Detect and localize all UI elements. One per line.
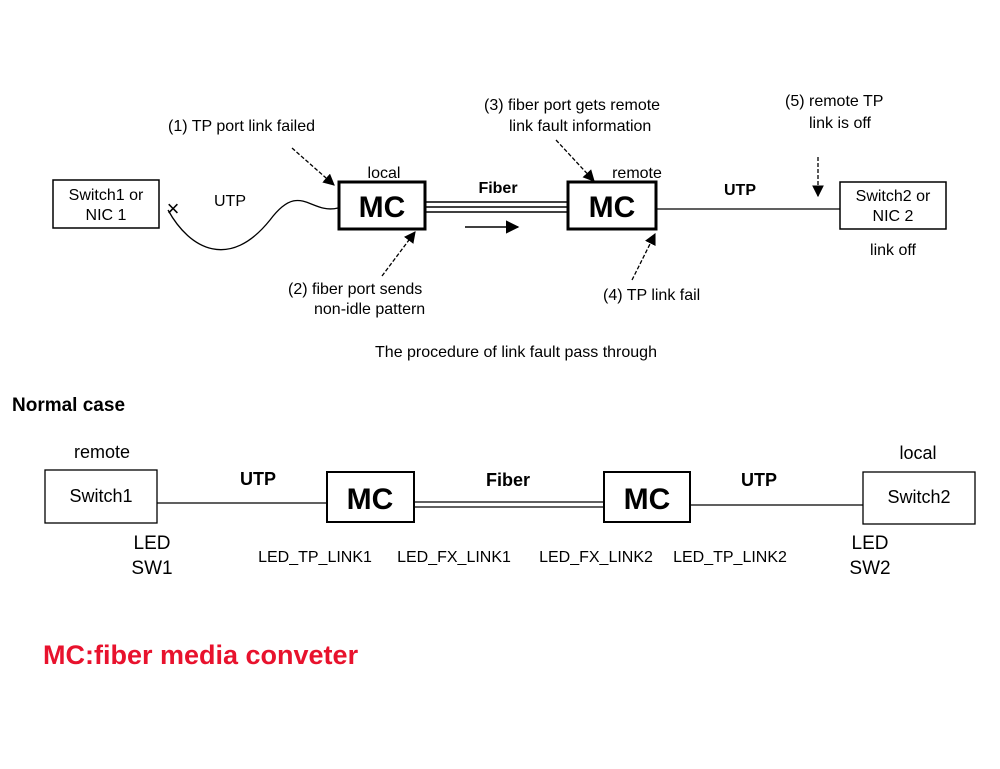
- step2-label-line2: non-idle pattern: [314, 301, 425, 318]
- step4-arrow: [631, 232, 656, 281]
- normal-fiber-label: Fiber: [486, 470, 530, 490]
- top-local-label: local: [368, 165, 401, 182]
- top-utp-cable-left: [167, 199, 339, 251]
- step3-label-line2: link fault information: [509, 118, 651, 135]
- normal-mc-right-box: [603, 471, 691, 523]
- normal-switch1-box: [44, 469, 158, 524]
- normal-case-heading: Normal case: [12, 395, 125, 416]
- top-mc-remote-box: [566, 180, 658, 231]
- top-mc-local-label: MC: [359, 191, 406, 224]
- normal-case-diagram: Normal case remote Switch1 UTP MC Fiber …: [12, 395, 976, 579]
- led-sw2-line2: SW2: [849, 558, 890, 579]
- link-broken-x-icon: ×: [167, 196, 180, 221]
- top-remote-label: remote: [612, 165, 662, 182]
- normal-mc-left-label: MC: [347, 483, 394, 516]
- procedure-caption: The procedure of link fault pass through: [375, 344, 657, 361]
- top-mc-local-box: [337, 180, 427, 231]
- fault-procedure-diagram: Switch1 or NIC 1 × UTP local MC Fiber re…: [52, 93, 947, 361]
- led-tp-link1-label: LED_TP_LINK1: [258, 549, 372, 566]
- step1-label: (1) TP port link failed: [168, 118, 315, 135]
- led-sw1-line2: SW1: [131, 558, 172, 579]
- normal-mc-right-label: MC: [624, 483, 671, 516]
- step5-label-line1: (5) remote TP: [785, 93, 883, 110]
- normal-switch2-label: Switch2: [887, 487, 950, 507]
- led-tp-link2-label: LED_TP_LINK2: [673, 549, 787, 566]
- normal-mc-left-box: [326, 471, 415, 523]
- step2-arrow: [381, 231, 416, 277]
- normal-switch1-label: Switch1: [69, 486, 132, 506]
- top-switch1-label-line2: NIC 1: [86, 207, 127, 224]
- led-sw1-line1: LED: [134, 533, 171, 554]
- step4-label: (4) TP link fail: [603, 287, 700, 304]
- led-sw2-line1: LED: [852, 533, 889, 554]
- top-utp-label-right: UTP: [724, 182, 756, 199]
- top-switch1-node: Switch1 or NIC 1: [52, 179, 160, 229]
- top-utp-label-left: UTP: [214, 193, 246, 210]
- top-link-off-label: link off: [870, 242, 917, 259]
- mc-definition-note: MC:fiber media conveter: [43, 640, 359, 670]
- step5-label-line2: link is off: [809, 115, 872, 132]
- led-fx-link2-label: LED_FX_LINK2: [539, 549, 653, 566]
- top-switch2-box: [839, 181, 947, 230]
- top-mc-remote-label: MC: [589, 191, 636, 224]
- top-switch1-label-line1: Switch1 or: [69, 187, 144, 204]
- step3-label-line1: (3) fiber port gets remote: [484, 97, 660, 114]
- led-fx-link1-label: LED_FX_LINK1: [397, 549, 511, 566]
- top-switch2-label-line1: Switch2 or: [856, 188, 931, 205]
- top-fiber-label: Fiber: [478, 180, 517, 197]
- step3-arrow: [555, 139, 595, 182]
- normal-remote-label: remote: [74, 442, 130, 462]
- step2-label-line1: (2) fiber port sends: [288, 281, 422, 298]
- top-switch2-node: Switch2 or NIC 2: [839, 181, 947, 230]
- normal-utp-label-left: UTP: [240, 469, 276, 489]
- step1-arrow: [291, 147, 335, 186]
- normal-utp-label-right: UTP: [741, 470, 777, 490]
- normal-local-label: local: [899, 443, 936, 463]
- top-switch1-box: [52, 179, 160, 229]
- top-switch2-label-line2: NIC 2: [873, 208, 914, 225]
- normal-switch2-box: [862, 471, 976, 525]
